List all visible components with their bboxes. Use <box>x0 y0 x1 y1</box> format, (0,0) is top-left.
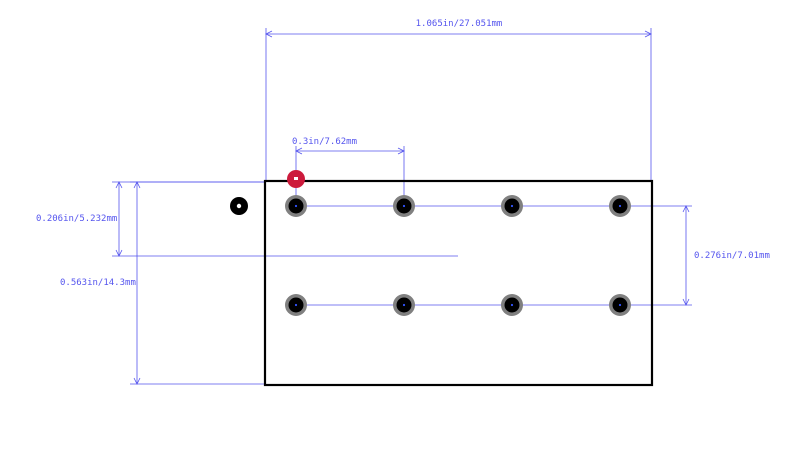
pad <box>285 294 307 316</box>
overall-height-label: 0.563in/14.3mm <box>60 278 136 288</box>
overall-height-dimension: 0.563in/14.3mm <box>60 181 266 385</box>
body-outline <box>263 179 654 387</box>
pin-pitch-dimension: 0.3in/7.62mm <box>292 137 405 206</box>
row-spacing-dimension: 0.276in/7.01mm <box>296 205 770 306</box>
pin1-marker <box>287 170 305 188</box>
overall-width-label: 1.065in/27.051mm <box>416 19 503 29</box>
pad <box>285 195 307 217</box>
orientation-dot <box>230 197 248 215</box>
pad <box>393 195 415 217</box>
row-spacing-label: 0.276in/7.01mm <box>694 251 770 261</box>
pad <box>393 294 415 316</box>
pin-pitch-label: 0.3in/7.62mm <box>292 137 357 147</box>
pin1-offset-dimension: 0.206in/5.232mm <box>36 181 458 257</box>
pin1-offset-label: 0.206in/5.232mm <box>36 214 117 224</box>
pad <box>609 294 631 316</box>
pad <box>501 294 523 316</box>
pad <box>609 195 631 217</box>
pads <box>285 195 631 316</box>
overall-width-dimension: 1.065in/27.051mm <box>265 19 652 182</box>
pad <box>501 195 523 217</box>
